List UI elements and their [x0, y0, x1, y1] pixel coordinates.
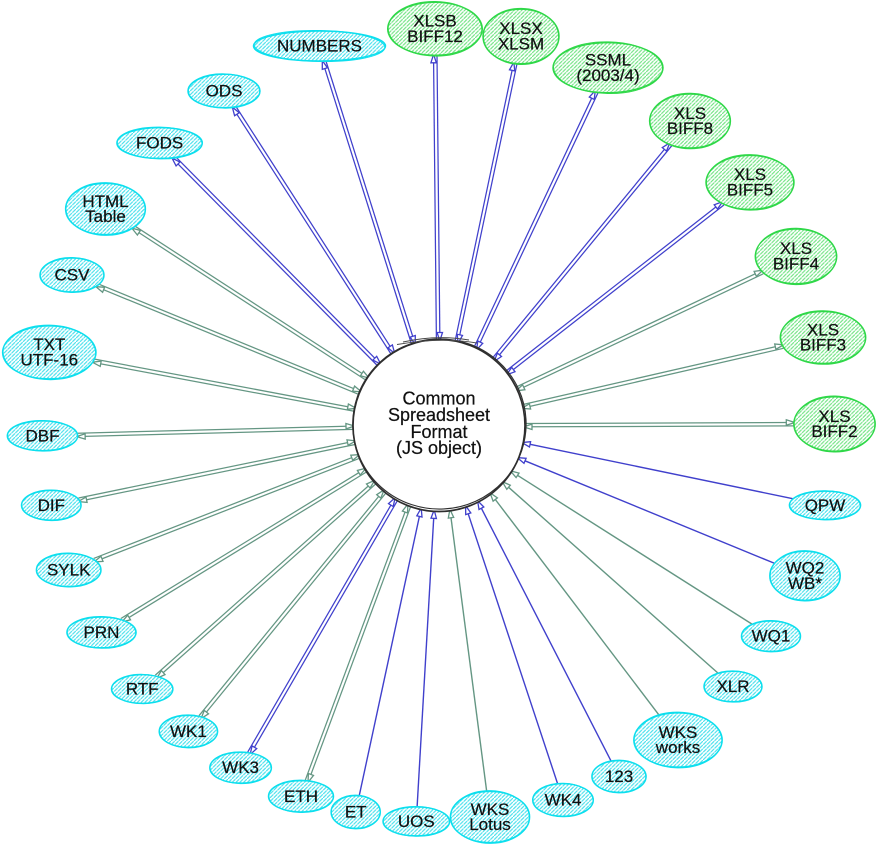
svg-text:Lotus: Lotus [469, 815, 511, 834]
svg-text:HTML: HTML [82, 192, 128, 211]
svg-text:Format: Format [410, 422, 467, 442]
svg-text:BIFF12: BIFF12 [407, 27, 463, 46]
svg-text:XLSM: XLSM [498, 35, 544, 54]
svg-text:XLS: XLS [818, 407, 850, 426]
svg-text:(2003/4): (2003/4) [576, 66, 639, 85]
svg-text:works: works [655, 738, 700, 757]
svg-text:CSV: CSV [55, 266, 91, 285]
svg-text:WK4: WK4 [545, 791, 582, 810]
svg-text:Table: Table [85, 207, 126, 226]
svg-text:UTF-16: UTF-16 [20, 351, 78, 370]
svg-text:Common: Common [402, 388, 475, 408]
svg-text:WQ1: WQ1 [752, 627, 791, 646]
svg-text:SSML: SSML [585, 51, 631, 70]
svg-text:QPW: QPW [805, 496, 846, 515]
svg-text:UOS: UOS [398, 812, 435, 831]
svg-text:PRN: PRN [84, 623, 120, 642]
svg-text:XLSB: XLSB [413, 12, 456, 31]
svg-text:DBF: DBF [26, 426, 60, 445]
svg-text:Spreadsheet: Spreadsheet [388, 405, 490, 425]
svg-text:XLS: XLS [807, 320, 839, 339]
svg-text:BIFF8: BIFF8 [667, 119, 713, 138]
svg-text:XLS: XLS [734, 165, 766, 184]
svg-text:WKS: WKS [659, 723, 698, 742]
svg-text:ODS: ODS [206, 82, 243, 101]
svg-text:WB*: WB* [788, 574, 822, 593]
svg-text:WQ2: WQ2 [786, 559, 825, 578]
svg-text:ET: ET [345, 803, 367, 822]
svg-text:NUMBERS: NUMBERS [277, 37, 362, 56]
svg-text:WK1: WK1 [170, 722, 207, 741]
svg-text:123: 123 [605, 767, 633, 786]
svg-text:BIFF4: BIFF4 [773, 255, 819, 274]
svg-text:ETH: ETH [284, 787, 318, 806]
svg-text:RTF: RTF [126, 680, 159, 699]
svg-text:WKS: WKS [471, 800, 510, 819]
svg-text:BIFF3: BIFF3 [800, 336, 846, 355]
svg-text:SYLK: SYLK [47, 561, 91, 580]
svg-text:DIF: DIF [38, 496, 65, 515]
svg-text:BIFF2: BIFF2 [811, 422, 857, 441]
svg-text:BIFF5: BIFF5 [727, 181, 773, 200]
svg-text:XLSX: XLSX [499, 19, 542, 38]
svg-text:XLS: XLS [674, 104, 706, 123]
svg-text:XLS: XLS [780, 239, 812, 258]
svg-text:WK3: WK3 [222, 758, 259, 777]
svg-text:FODS: FODS [136, 134, 183, 153]
svg-text:XLR: XLR [716, 677, 749, 696]
svg-text:(JS object): (JS object) [396, 438, 482, 458]
svg-text:TXT: TXT [33, 335, 65, 354]
